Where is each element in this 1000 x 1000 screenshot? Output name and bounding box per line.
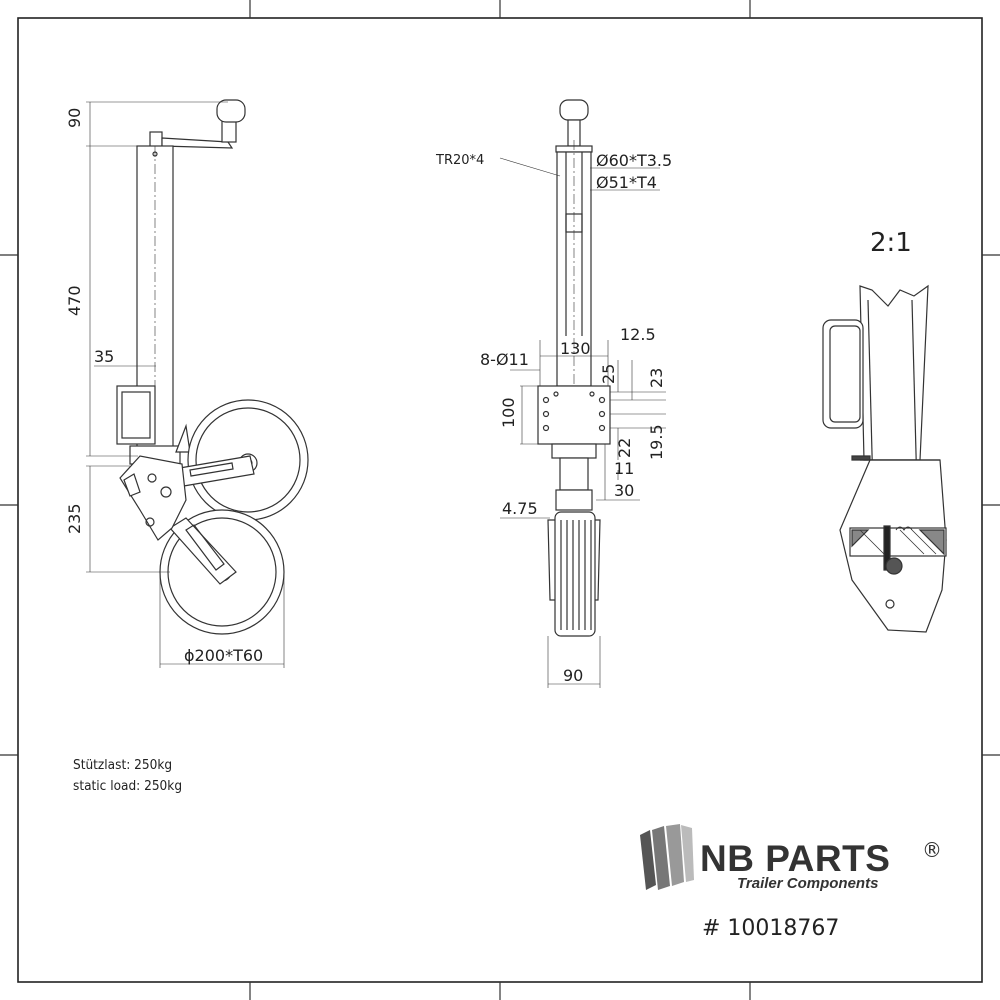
dim-wheel-drop: 235 bbox=[65, 503, 84, 534]
brand-tagline: Trailer Components bbox=[737, 875, 879, 892]
front-view bbox=[499, 99, 666, 688]
brand-name: NB PARTS bbox=[700, 838, 891, 879]
dim-bracket-offset: 35 bbox=[94, 347, 114, 366]
dim-11: 11 bbox=[614, 459, 634, 478]
dim-holes: 8-Ø11 bbox=[480, 350, 529, 369]
nb-parts-logo-mark bbox=[640, 824, 694, 890]
dim-hole-spacing: 130 bbox=[560, 339, 591, 358]
dim-19-5: 19.5 bbox=[647, 424, 666, 460]
dim-4-75: 4.75 bbox=[502, 499, 538, 518]
dim-handle-height: 90 bbox=[65, 108, 84, 128]
load-note-en: static load: 250kg bbox=[73, 778, 183, 794]
dim-thread: TR20*4 bbox=[435, 153, 484, 168]
dim-edge-offset: 12.5 bbox=[620, 325, 656, 344]
registered-mark: ® bbox=[922, 838, 942, 862]
side-view bbox=[86, 99, 309, 668]
dim-tube-length: 470 bbox=[65, 285, 84, 316]
load-note-de: Stützlast: 250kg bbox=[73, 757, 173, 773]
dim-wheel-width: 90 bbox=[563, 666, 583, 685]
detail-view bbox=[822, 284, 947, 633]
dim-inner-tube: Ø51*T4 bbox=[596, 173, 657, 192]
dim-30: 30 bbox=[614, 481, 634, 500]
dim-25: 25 bbox=[599, 364, 618, 384]
dim-wheel-spec: ϕ200*T60 bbox=[184, 646, 263, 665]
dim-outer-tube: Ø60*T3.5 bbox=[596, 151, 672, 170]
dim-23: 23 bbox=[647, 368, 666, 388]
dim-plate-height: 100 bbox=[499, 397, 518, 428]
dim-22: 22 bbox=[615, 438, 634, 458]
scale-label: 2:1 bbox=[870, 228, 912, 258]
part-number: # 10018767 bbox=[702, 916, 840, 941]
